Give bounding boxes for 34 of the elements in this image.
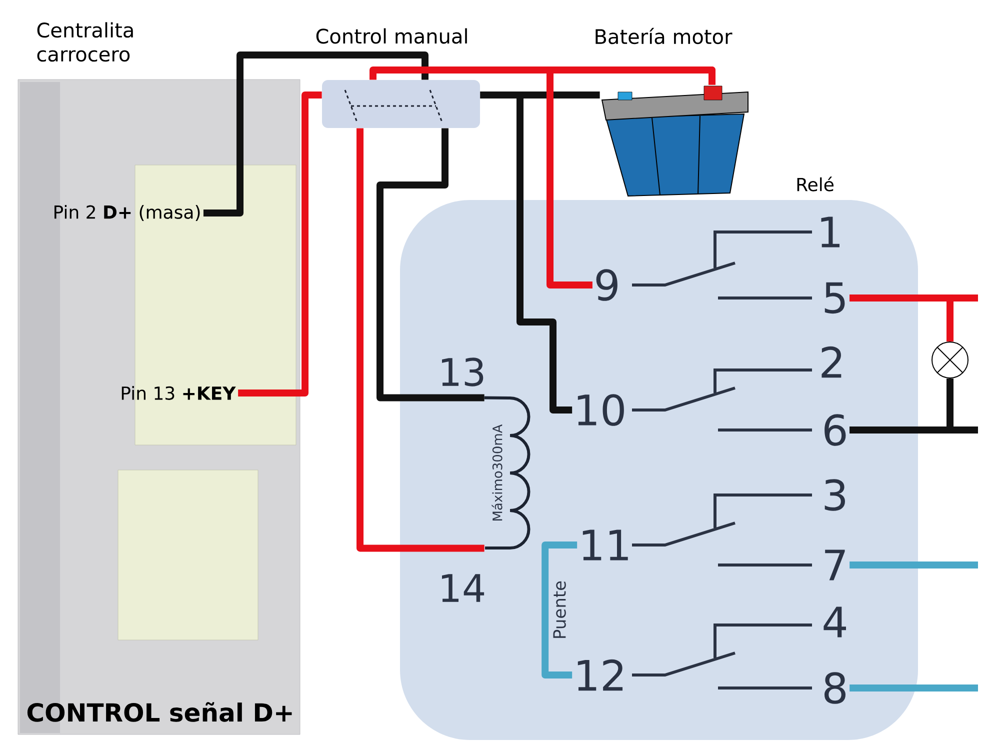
edge-label: Puente	[553, 581, 566, 638]
terminal-number: 10	[578, 394, 624, 426]
wire	[850, 294, 954, 342]
terminal-number: 4	[824, 606, 846, 638]
terminal-number: 12	[578, 659, 623, 691]
coil-label: Máximo300mA	[492, 424, 502, 520]
terminal-number: 9	[596, 269, 618, 301]
heading: Batería motor	[596, 28, 732, 44]
wire	[850, 684, 978, 692]
wire	[480, 92, 572, 414]
wire	[238, 92, 322, 396]
terminal-number: 2	[822, 346, 842, 378]
wire	[850, 378, 954, 434]
wire	[546, 66, 716, 288]
pin-label: Pin 13 +KEY	[122, 386, 236, 400]
terminal-number: 7	[825, 550, 845, 580]
terminal-number: 5	[824, 282, 845, 314]
wire	[356, 128, 484, 552]
lamp-symbol	[932, 342, 968, 378]
heading: Centralita carrocero	[37, 22, 133, 62]
wire	[850, 562, 978, 568]
wire	[203, 52, 428, 216]
terminal-number: 1	[821, 216, 840, 248]
terminal-number: 6	[824, 414, 846, 446]
pin-label: Pin 2 D+ (masa)	[54, 204, 200, 222]
wire	[376, 128, 484, 402]
heading: Control manual	[316, 28, 467, 44]
terminal-number: 3	[824, 479, 845, 511]
terminal-number: 13	[442, 358, 484, 386]
terminal-number: 11	[582, 530, 628, 560]
terminal-number: 8	[824, 672, 846, 704]
title: CONTROL señal D+	[27, 702, 292, 722]
terminal-number: 14	[442, 574, 484, 602]
heading: Relé	[797, 176, 834, 192]
